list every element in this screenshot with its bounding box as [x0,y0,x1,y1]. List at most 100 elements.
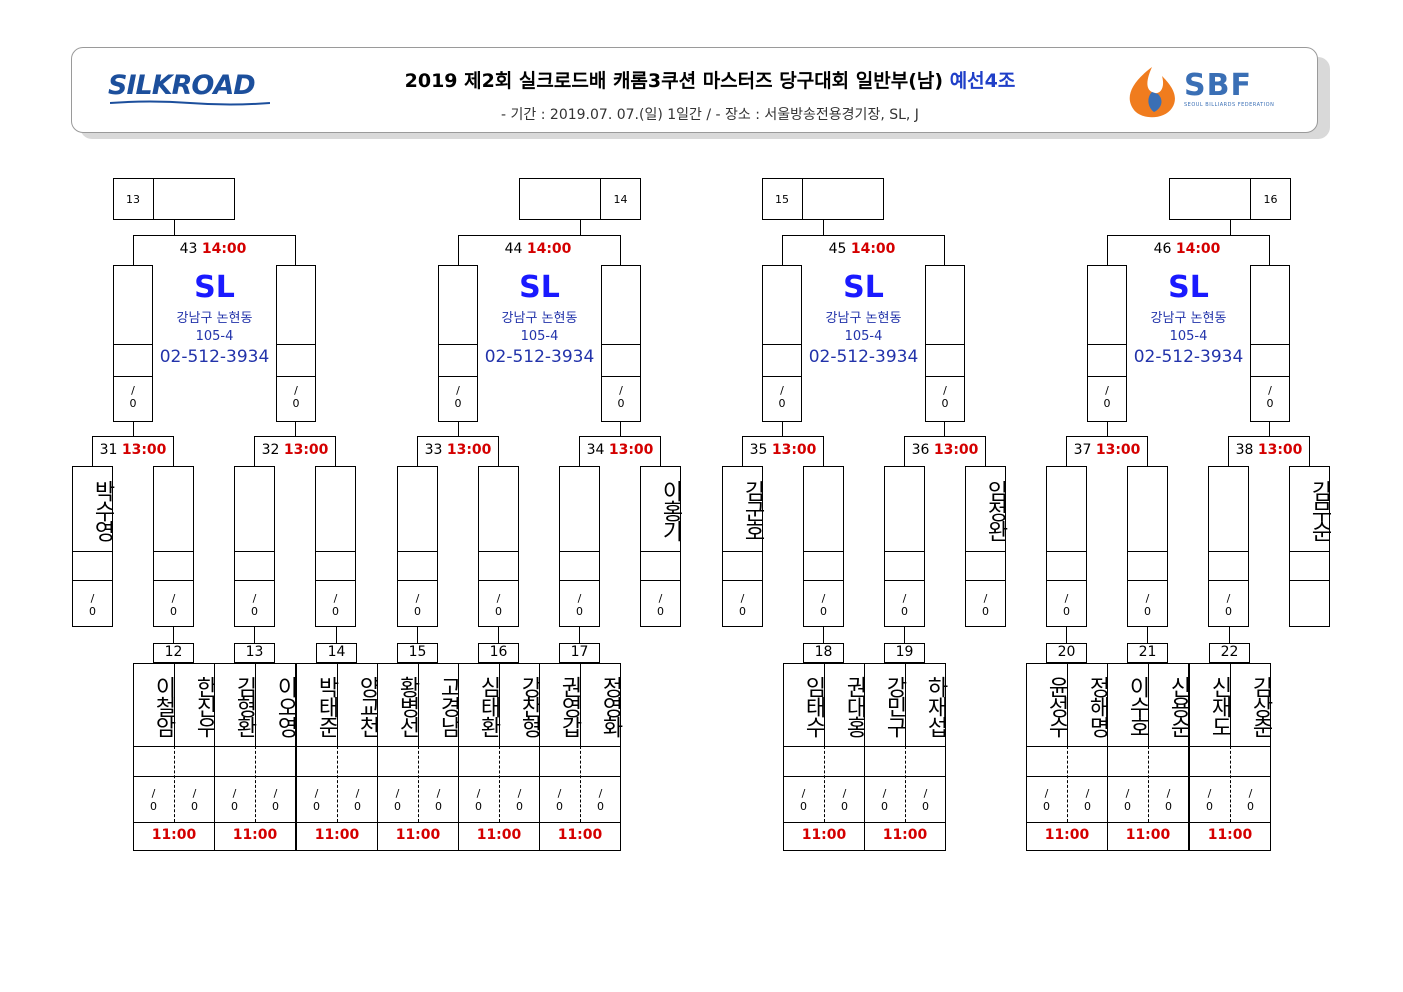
player-name: 정영화 [598,676,623,736]
match-number: 34 [586,442,609,458]
slot-divider [762,344,802,345]
match-time: 11:00 [476,827,522,843]
match-time: 11:00 [1125,827,1171,843]
slot-divider [296,822,378,823]
slot-divider [214,822,296,823]
player-score: /0 [820,592,827,618]
venue-address-number: 105-4 [195,329,234,344]
match-label: 38 13:00 [1228,442,1310,460]
venue-name: SL [1168,270,1209,305]
slot-divider [72,580,113,581]
match-number: 36 [911,442,934,458]
slot-divider [1208,580,1249,581]
match-top-line [133,235,296,236]
connector [174,220,175,235]
slot-divider [174,663,175,746]
match-number: 15 [408,644,427,660]
player-name: 윤성수 [1044,676,1069,736]
final-score: /0 [454,384,462,410]
header-panel [71,47,1318,133]
connector [417,436,418,466]
match-label: 43 14:00 [153,241,273,259]
match-number: 45 [828,241,851,257]
venue-address: 강남구 논현동 [501,311,578,326]
connector [823,436,824,466]
player-slot [965,466,1006,627]
player-score: /0 [1043,787,1050,813]
match-top-line [782,235,945,236]
connector [92,436,93,466]
player-score: /0 [475,787,482,813]
match-time: 11:00 [1207,827,1253,843]
player-name: 이오영 [273,676,298,736]
match-time: 14:00 [526,241,572,257]
slot-divider [601,344,641,345]
match-number-box [234,643,275,663]
match-number: 31 [99,442,122,458]
final-score: /0 [778,384,786,410]
player-slot [478,466,519,627]
player-score: /0 [739,592,746,618]
slot-dash [1148,746,1149,822]
slot-divider [722,580,763,581]
match-time: 11:00 [395,827,441,843]
player-name: 박수영 [90,480,115,540]
final-slot [276,265,316,422]
venue-address: 강남구 논현동 [176,311,253,326]
match-number-box [803,643,844,663]
slot-divider [1189,822,1271,823]
slot-divider [276,376,316,377]
venue-address: 강남구 논현동 [825,311,902,326]
player-slot [153,466,194,627]
match-time: 11:00 [232,827,278,843]
match-number: 38 [1235,442,1258,458]
player-score: /0 [516,787,523,813]
slot-divider [1230,663,1231,746]
match-top-line [1228,436,1310,437]
match-time: 13:00 [1257,442,1303,458]
player-slot [559,466,600,627]
seed-box [762,178,884,220]
slot-divider [113,376,153,377]
player-score: /0 [170,592,177,618]
player-score: /0 [1206,787,1213,813]
match-time: 14:00 [1175,241,1221,257]
slot-divider [438,344,478,345]
connector [620,235,621,265]
player-score: /0 [435,787,442,813]
seed-divider [600,178,601,220]
seed-box [519,178,641,220]
page-title: 2019 제2회 실크로드배 캐롬3쿠션 마스터즈 당구대회 일반부(남) 예선… [404,70,1016,92]
match-number-box [316,643,357,663]
sbf-logo: SBF SEOUL BILLIARDS FEDERATION [1122,62,1282,122]
slot-divider [1127,551,1168,552]
player-name: 권영갑 [557,676,582,736]
slot-divider [803,551,844,552]
match-top-line [904,436,986,437]
slot-divider [1289,580,1330,581]
player-score: /0 [354,787,361,813]
connector [458,422,459,436]
venue-name: SL [194,270,235,305]
slot-divider [458,822,540,823]
slot-divider [783,822,865,823]
player-name: 이홍기 [658,480,683,540]
connector [904,436,905,466]
slot-dash [1230,746,1231,822]
slot-divider [255,663,256,746]
slot-dash [255,746,256,822]
connector [985,436,986,466]
slot-divider [640,580,681,581]
slot-divider [478,580,519,581]
player-slot [803,466,844,627]
match-label: 34 13:00 [579,442,661,460]
player-name: 황병선 [395,676,420,736]
connector [173,627,174,643]
player-score: /0 [901,592,908,618]
final-score: /0 [292,384,300,410]
slot-divider [315,580,356,581]
match-time: 11:00 [314,827,360,843]
match-time: 11:00 [801,827,847,843]
connector [579,627,580,643]
player-name: 한진우 [192,676,217,736]
